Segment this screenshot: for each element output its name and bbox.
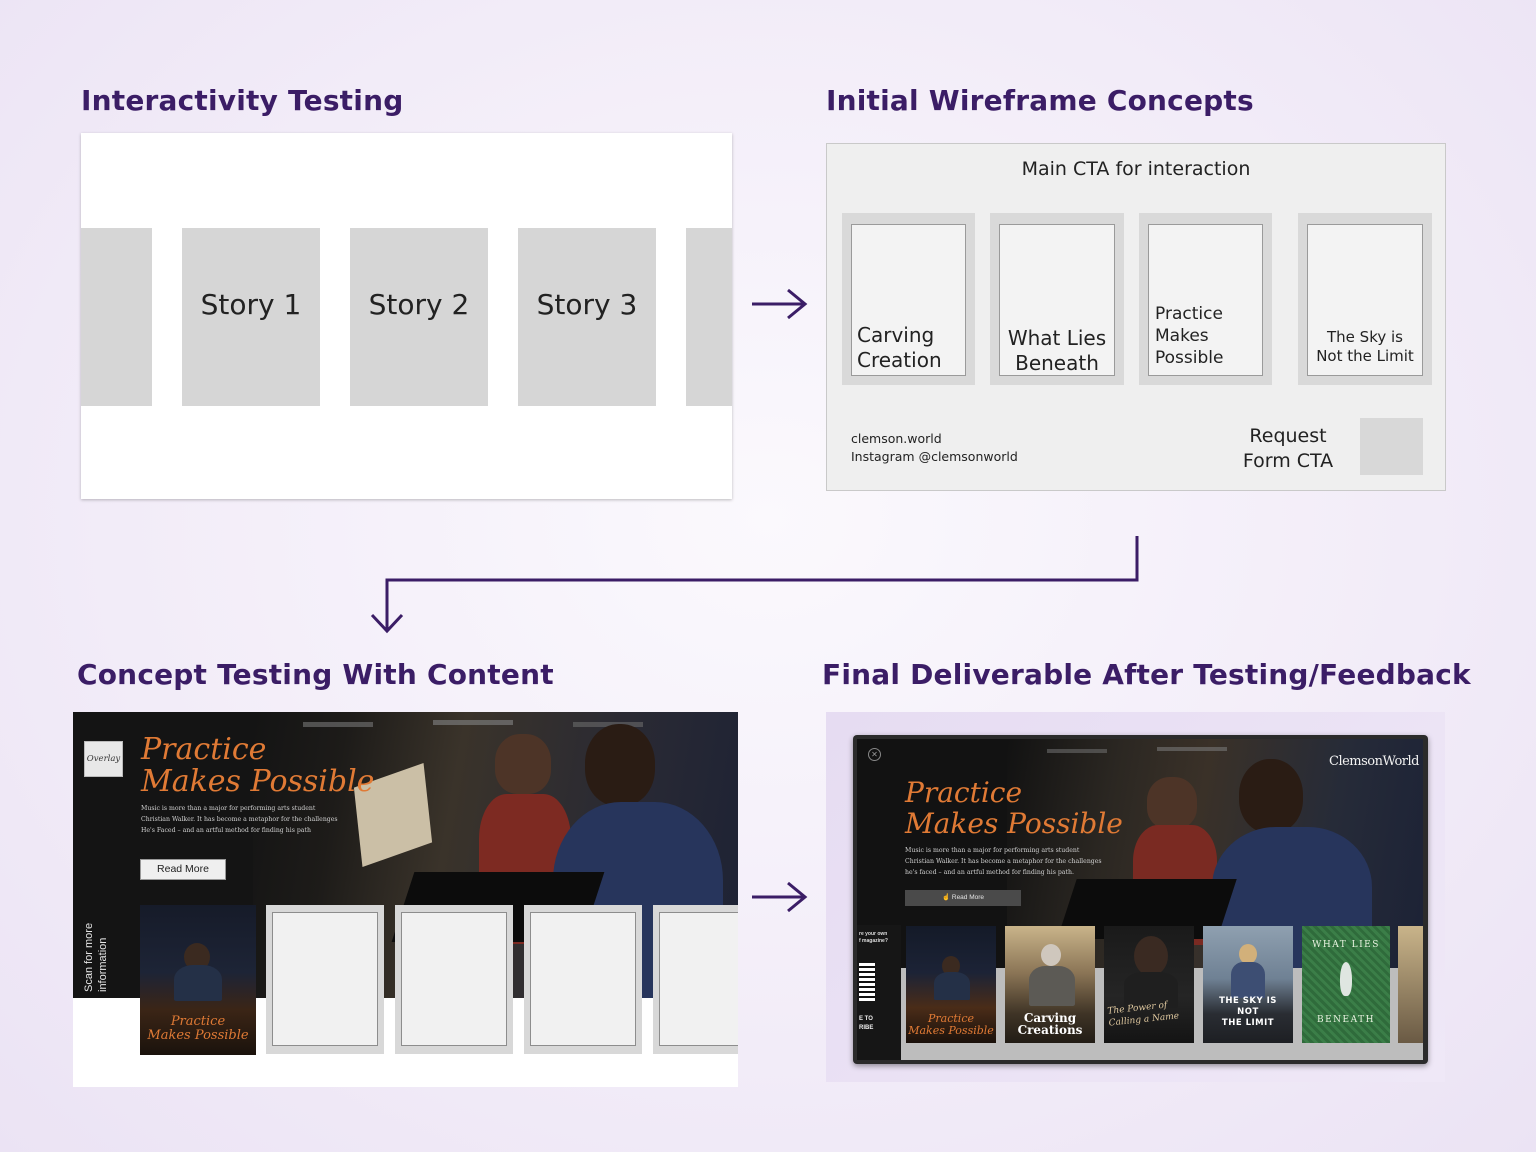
hand-pointer-icon: ☝	[941, 894, 952, 901]
thumb-placeholder[interactable]	[266, 905, 384, 1054]
card-title-line: Beneath	[1015, 351, 1099, 375]
thumb-practice[interactable]: Practice Makes Possible	[140, 905, 256, 1055]
story-card-1[interactable]: Story 1	[182, 228, 320, 406]
tile-title-line: THE LIMIT	[1221, 1018, 1275, 1028]
screen-bezel: ✕ ClemsonWorld Practice Makes Possible M…	[853, 735, 1428, 1064]
wireframe-card-practice[interactable]: Practice Makes Possible	[1139, 213, 1272, 385]
tile-title-line: WHAT LIES	[1312, 940, 1380, 950]
heading-concept-testing: Concept Testing With Content	[77, 658, 554, 691]
tile-practice[interactable]: Practice Makes Possible	[906, 926, 996, 1043]
story-label: Story 1	[200, 288, 302, 321]
arrow-right-icon	[752, 881, 808, 913]
boat-icon	[1340, 962, 1352, 996]
thumb-title-line: Practice	[170, 1014, 226, 1029]
connector-arrow-icon	[370, 536, 1139, 634]
concept-panel: Overlay Practice Makes Possible Music is…	[73, 712, 738, 1087]
thumb-title-line: Makes Possible	[147, 1028, 249, 1043]
story-partial-right[interactable]	[686, 228, 732, 406]
hero-body-line: Music is more than a major for performin…	[905, 847, 1080, 854]
card-title-line: What Lies	[1007, 326, 1107, 350]
heading-interactivity-testing: Interactivity Testing	[81, 84, 404, 117]
tile-sky[interactable]: THE SKY IS NOT THE LIMIT	[1203, 926, 1293, 1043]
thumb-placeholder[interactable]	[395, 905, 513, 1054]
tile-title-line: Carving	[1023, 1011, 1077, 1025]
story-label: Story 2	[368, 288, 470, 321]
overlay-button[interactable]: Overlay	[84, 741, 123, 777]
hero-body-line: he's faced – and an artful method for fi…	[905, 869, 1074, 876]
woman-figure	[1147, 777, 1197, 829]
man-figure	[585, 724, 655, 806]
read-more-button[interactable]: Read More	[140, 859, 226, 880]
qr-placeholder[interactable]	[1360, 418, 1423, 475]
card-title-line: The Sky is	[1327, 328, 1403, 346]
arrow-right-icon	[752, 288, 808, 320]
screen-content: ✕ ClemsonWorld Practice Makes Possible M…	[857, 739, 1423, 1060]
tile-carving[interactable]: Carving Creations	[1005, 926, 1095, 1043]
wireframe-card-sky[interactable]: The Sky is Not the Limit	[1298, 213, 1432, 385]
card-title-line: Creation	[857, 348, 942, 372]
footer-site: clemson.world	[851, 431, 942, 446]
side-text-line: f magazine?	[859, 938, 888, 944]
hero-body-line: Christian Walker. It has become a metaph…	[141, 816, 338, 823]
story-partial-left[interactable]	[81, 228, 152, 406]
close-icon[interactable]: ✕	[868, 748, 881, 761]
footer-instagram: Instagram @clemsonworld	[851, 449, 1018, 464]
side-qr-panel: re your own f magazine? E TO RIBE	[857, 925, 901, 1060]
heading-final-deliverable: Final Deliverable After Testing/Feedback	[822, 658, 1471, 691]
request-cta-line: Request	[1249, 425, 1327, 447]
interactivity-panel: Story 1 Story 2 Story 3	[81, 133, 732, 499]
tile-title-line: BENEATH	[1317, 1015, 1375, 1025]
read-more-button[interactable]: ☝ Read More	[905, 890, 1021, 906]
hero-body-line: He's Faced – and an artful method for fi…	[141, 827, 311, 834]
main-cta-label: Main CTA for interaction	[1021, 158, 1251, 180]
card-title-line: Not the Limit	[1316, 347, 1414, 365]
man-figure	[1239, 759, 1303, 833]
heading-initial-wireframe: Initial Wireframe Concepts	[826, 84, 1254, 117]
wireframe-card-what-lies[interactable]: What Lies Beneath	[990, 213, 1124, 385]
story-card-3[interactable]: Story 3	[518, 228, 656, 406]
request-cta-line: Form CTA	[1242, 450, 1334, 472]
woman-figure	[495, 734, 551, 794]
tile-title-line: Practice	[928, 1012, 974, 1025]
thumb-placeholder[interactable]	[653, 905, 738, 1054]
wireframe-card-carving[interactable]: Carving Creation	[842, 213, 975, 385]
card-title-line: Possible	[1155, 348, 1224, 368]
tile-title-line: NOT	[1237, 1007, 1259, 1017]
read-more-label: Read More	[951, 894, 985, 901]
hero-body-line: Music is more than a major for performin…	[141, 805, 316, 812]
hero-title-line: Makes Possible	[905, 807, 1123, 840]
card-title-line: Makes	[1155, 326, 1209, 346]
tile-what-lies[interactable]: WHAT LIES BENEATH	[1302, 926, 1390, 1043]
scan-info-line: Scan for more	[83, 922, 95, 992]
hero-title-line: Practice	[141, 732, 267, 767]
tile-title-line: Makes Possible	[908, 1024, 994, 1037]
tile-title-line: Creations	[1017, 1023, 1083, 1037]
story-label: Story 3	[536, 288, 638, 321]
hero-body-line: Christian Walker. It has become a metaph…	[905, 858, 1102, 865]
tile-title-line: THE SKY IS	[1219, 996, 1277, 1006]
qr-code-icon[interactable]	[859, 963, 875, 1001]
tile-partial[interactable]	[1398, 926, 1423, 1043]
story-card-2[interactable]: Story 2	[350, 228, 488, 406]
hero-title-line: Makes Possible	[141, 764, 375, 799]
wireframe-panel: Main CTA for interaction Carving Creatio…	[826, 143, 1446, 491]
tile-power[interactable]: The Power of Calling a Name	[1104, 926, 1194, 1043]
card-title-line: Carving	[857, 323, 935, 347]
overlay-label: Overlay	[86, 754, 121, 764]
side-text-line: re your own	[859, 931, 888, 937]
card-title-line: Practice	[1155, 304, 1223, 324]
hero-photo	[253, 712, 738, 998]
side-text-line: E TO	[859, 1016, 873, 1022]
side-text-line: RIBE	[859, 1025, 874, 1031]
hero-title-line: Practice	[905, 776, 1023, 809]
brand-logo: ClemsonWorld	[1329, 754, 1420, 769]
scan-info-line: information	[97, 937, 109, 992]
thumb-placeholder[interactable]	[524, 905, 642, 1054]
